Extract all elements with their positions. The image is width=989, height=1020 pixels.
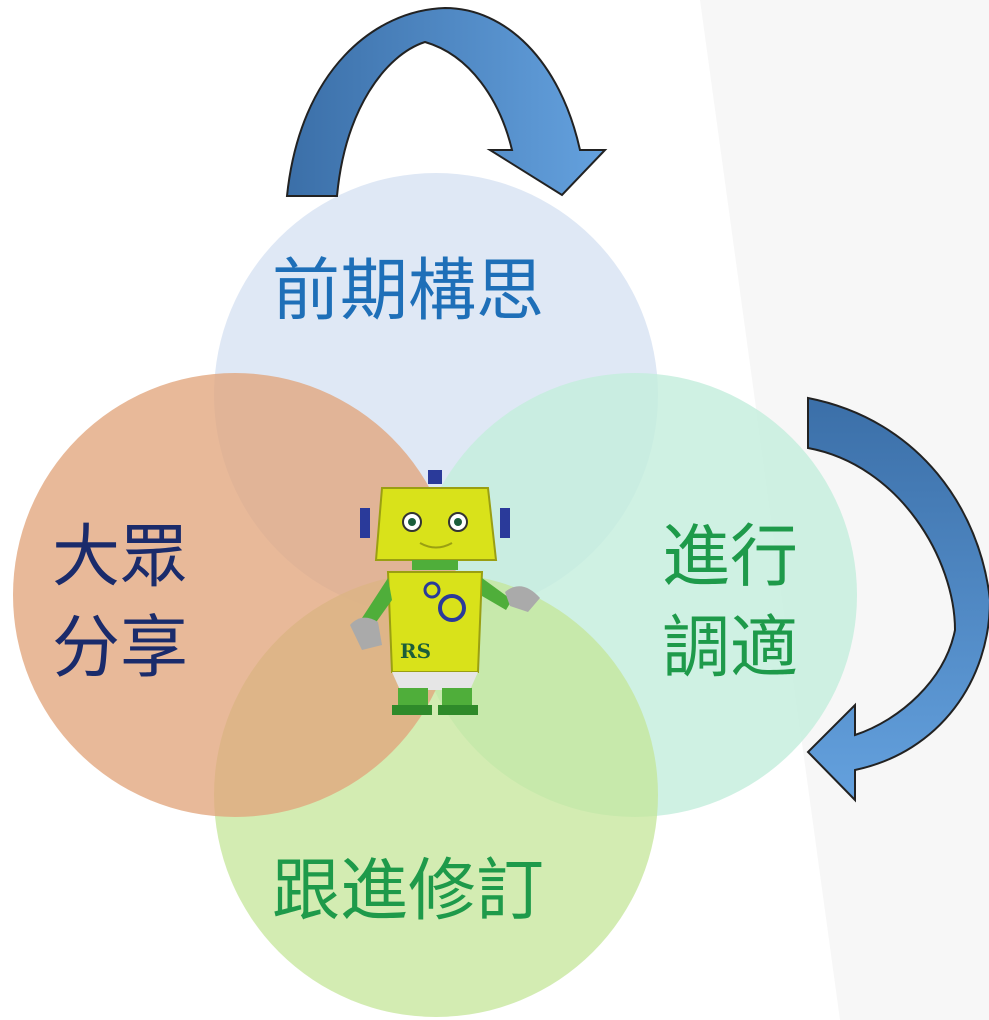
label-left: 大眾 分享 <box>52 518 189 689</box>
circle-left <box>13 373 457 817</box>
right-cycle-arrow <box>806 396 989 803</box>
background-shade <box>700 0 989 1020</box>
robot-mascot: RS <box>350 470 540 715</box>
top-cycle-arrow <box>285 6 608 197</box>
label-right: 進行 調適 <box>662 518 799 689</box>
label-top: 前期構思 <box>272 252 545 331</box>
label-bottom: 跟進修訂 <box>272 852 545 931</box>
robot-badge: RS <box>400 639 431 663</box>
